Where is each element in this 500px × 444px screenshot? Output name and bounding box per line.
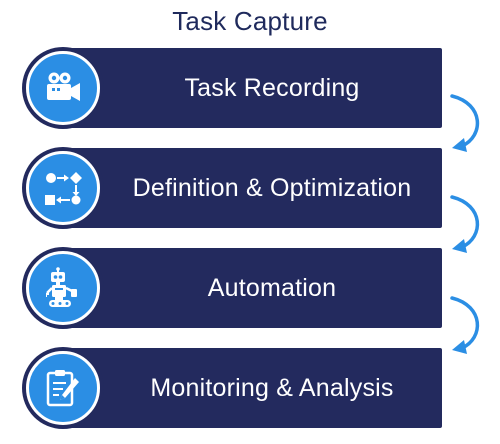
step-monitoring-analysis: Monitoring & Analysis [22,347,442,429]
step-icon-circle [22,47,104,129]
diagram-title: Task Capture [172,6,328,36]
step-bar [56,48,442,128]
step-label: Task Recording [184,73,360,102]
video-camera-icon [47,72,80,101]
robot-icon [46,267,77,307]
step-icon-circle [22,247,104,329]
step-label: Automation [207,273,337,302]
step-definition-optimization: Definition & Optimization [22,147,442,229]
step-icon-circle [22,147,104,229]
curved-arrow-icon [450,94,479,152]
curved-arrow-icon [450,195,479,253]
step-task-recording: Task Recording [22,47,442,129]
step-bar [56,348,442,428]
step-icon-circle [22,347,104,429]
step-label: Monitoring & Analysis [150,373,394,402]
curved-arrow-icon [450,296,479,354]
clipboard-pencil-icon [46,370,79,407]
step-bar [56,248,442,328]
step-automation: Automation [22,247,442,329]
process-flow-icon [45,172,82,205]
step-bar [56,148,442,228]
step-label: Definition & Optimization [132,173,412,202]
